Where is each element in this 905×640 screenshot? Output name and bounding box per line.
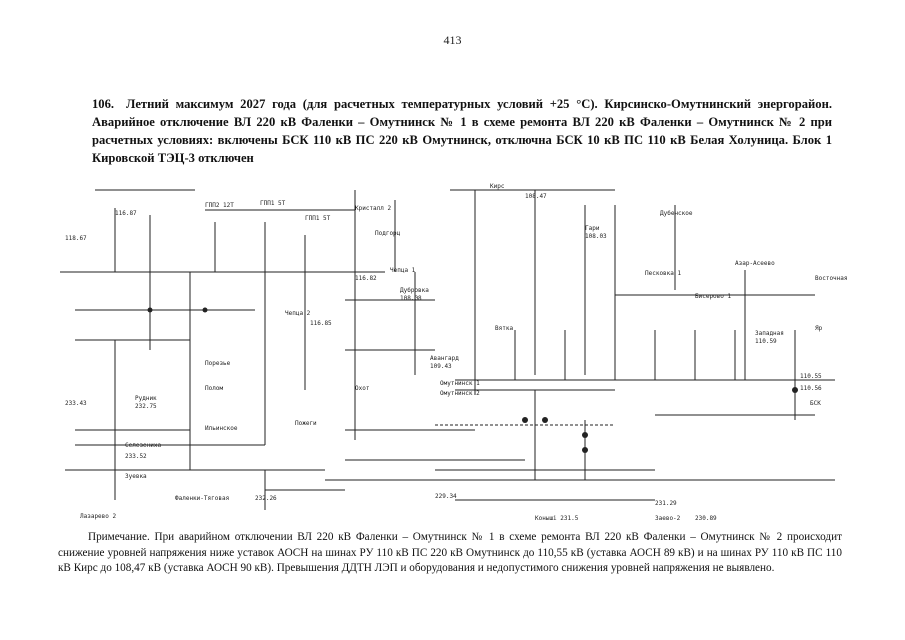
label-dubrovka-value: 108.08 xyxy=(400,295,422,302)
label-omutninsk2: Омутнинск 2 xyxy=(440,390,480,397)
label-value-116-82: 116.82 xyxy=(355,275,377,282)
label-polom: Полом xyxy=(205,385,223,392)
label-zaevo: Заево-2 xyxy=(655,515,681,522)
label-azar: Азар-Асеево xyxy=(735,260,775,267)
label-avangard: Авангард xyxy=(430,355,459,362)
label-value-231-29: 231.29 xyxy=(655,500,677,507)
label-zapadnaya-value: 110.59 xyxy=(755,338,777,345)
label-gpp1b: ГПП1 5Т xyxy=(305,215,331,222)
label-konyshi: Конышi 231.5 xyxy=(535,515,579,522)
network-diagram-svg: Кристалл 2 ГПП2 12Т ГПП1 5Т ГПП1 5Т Подг… xyxy=(60,183,848,522)
label-biserovo: Бисерово 1 xyxy=(695,293,732,300)
label-ochot: Охот xyxy=(355,385,370,392)
label-selezen: Селезениха xyxy=(125,442,162,449)
label-lazarevo: Лазарево 2 xyxy=(80,513,117,520)
label-peskovka: Песковка 1 xyxy=(645,270,682,277)
label-value-116-87: 116.87 xyxy=(115,210,137,217)
label-selezen-value: 233.52 xyxy=(125,453,147,460)
label-kirs: Кирс xyxy=(490,183,505,190)
label-vostochnaya: Восточная xyxy=(815,275,848,282)
label-rudnik-value: 232.75 xyxy=(135,403,157,410)
label-bsk: БСК xyxy=(810,400,821,407)
label-podgorz: Подгорц xyxy=(375,230,401,237)
disconnected-lines xyxy=(435,424,615,470)
diagram-lines xyxy=(60,189,835,510)
label-chepca2: Чепца 2 xyxy=(285,310,311,317)
label-zaevo-value: 230.89 xyxy=(695,515,717,522)
label-value-233-43: 233.43 xyxy=(65,400,87,407)
label-value-118-67: 118.67 xyxy=(65,235,87,242)
network-diagram: Кристалл 2 ГПП2 12Т ГПП1 5Т ГПП1 5Т Подг… xyxy=(55,180,855,525)
label-faleniki-value: 232.26 xyxy=(255,495,277,502)
label-rudnik: Рудник xyxy=(135,395,157,402)
label-dubrovka: Дубровка xyxy=(400,287,429,294)
label-kirs-value: 108.47 xyxy=(525,193,547,200)
item-number: 106. xyxy=(92,97,115,111)
label-gpp1: ГПП1 5Т xyxy=(260,200,286,207)
label-zuevka: Зуевка xyxy=(125,473,147,480)
label-yar: Яр xyxy=(815,325,823,332)
label-value-110-55: 110.55 xyxy=(800,373,822,380)
diagram-nodes xyxy=(147,307,798,453)
label-pozhegi: Пожеги xyxy=(295,420,317,427)
label-gpp2: ГПП2 12Т xyxy=(205,202,234,209)
label-chepca1: Чепца 1 xyxy=(390,267,416,274)
label-gary-value: 108.03 xyxy=(585,233,607,240)
label-value-229-34: 229.34 xyxy=(435,493,457,500)
item-title: Летний максимум 2027 года (для расчетных… xyxy=(92,97,832,165)
label-gary: Гари xyxy=(585,225,600,232)
label-zapadnaya: Западная xyxy=(755,330,784,337)
label-dubenskoe: Дубенское xyxy=(660,210,693,217)
label-ilyinskoe: Ильинское xyxy=(205,425,238,432)
label-avangard-value: 109.43 xyxy=(430,363,452,370)
note-paragraph: Примечание. При аварийном отключении ВЛ … xyxy=(58,531,842,574)
item-heading: 106.Летний максимум 2027 года (для расче… xyxy=(92,95,832,167)
page-number: 413 xyxy=(443,33,462,47)
label-value-110-56: 110.56 xyxy=(800,385,822,392)
label-chepca-value: 116.85 xyxy=(310,320,332,327)
label-omutninsk: Омутнинск 1 xyxy=(440,380,480,387)
label-vyatka: Вятка xyxy=(495,325,513,332)
label-faleniki: Фаленки-Тяговая xyxy=(175,495,229,502)
label-kristall: Кристалл 2 xyxy=(355,205,392,212)
label-porez: Порезье xyxy=(205,360,231,367)
